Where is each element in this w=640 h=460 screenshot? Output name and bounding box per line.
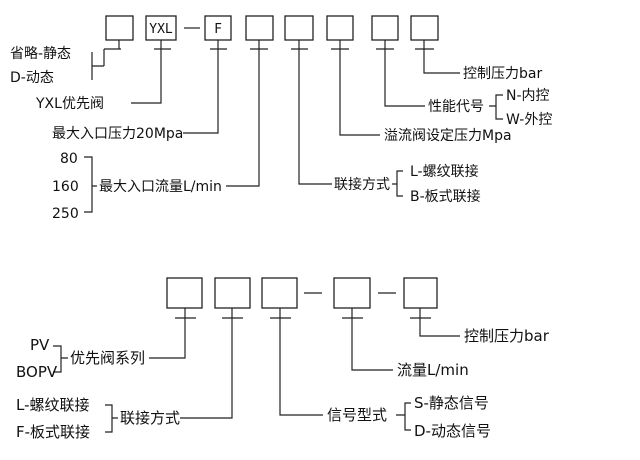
bottom-leader-3: [270, 308, 323, 416]
top-box-2-label: YXL: [149, 22, 173, 37]
bottom-label-thread: L-螺纹联接: [16, 396, 90, 414]
top-brace-5: [392, 170, 403, 197]
bottom-label-static-signal: S-静态信号: [414, 394, 489, 412]
top-leader-7: [376, 40, 425, 107]
bottom-label-connection: 联接方式: [120, 409, 180, 427]
top-code-diagram: YXL F 省略-静态 D-动态 YXL优先阀 最大入口压力20Mpa 80 1…: [10, 15, 552, 222]
bottom-leader-2: [180, 308, 243, 419]
top-label-internal: N-内控: [506, 88, 550, 104]
bottom-leader-1: [149, 308, 196, 359]
bottom-brace-3: [396, 402, 411, 431]
bottom-label-plate: F-板式联接: [16, 423, 90, 441]
top-label-yxl-valve: YXL优先阀: [35, 96, 104, 112]
bottom-box-4: [333, 277, 371, 309]
top-label-external: W-外控: [506, 112, 552, 128]
top-label-static: 省略-静态: [10, 46, 71, 62]
bottom-leader-4: [342, 308, 393, 371]
top-leader-5: [291, 40, 332, 185]
top-box-5: [284, 15, 314, 41]
top-label-flow-250: 250: [52, 206, 79, 222]
top-label-plate: B-板式联接: [410, 188, 481, 205]
top-box-3: [204, 15, 232, 41]
top-leader-4: [226, 40, 268, 187]
bottom-label-pv: PV: [30, 336, 50, 354]
top-leader-2: [131, 40, 171, 104]
bottom-label-bopv: BOPV: [16, 363, 58, 381]
top-leader-1: [92, 40, 121, 67]
bottom-label-priority-series: 优先阀系列: [70, 349, 145, 367]
top-box-3-label: F: [214, 22, 222, 37]
top-box-7: [371, 15, 399, 41]
top-label-max-inlet-flow: 最大入口流量L/min: [99, 179, 222, 195]
top-box-6: [326, 15, 354, 41]
bottom-box-3: [261, 277, 298, 309]
top-label-dynamic: D-动态: [10, 70, 54, 86]
top-label-connection: 联接方式: [334, 176, 390, 193]
bottom-brace-2: [105, 404, 118, 433]
bottom-label-signal-type: 信号型式: [327, 406, 387, 424]
top-box-4: [245, 15, 274, 41]
bottom-label-flow: 流量L/min: [397, 361, 469, 379]
bottom-box-2: [214, 277, 251, 309]
top-label-control-pressure: 控制压力bar: [463, 66, 542, 82]
bottom-box-5: [403, 277, 438, 309]
top-leader-6: [331, 40, 380, 136]
bottom-box-1: [166, 277, 203, 309]
top-box-8: [410, 15, 439, 41]
top-label-flow-80: 80: [60, 151, 78, 167]
top-label-max-inlet-pressure: 最大入口压力20Mpa: [52, 126, 183, 142]
top-box-1: [105, 15, 134, 41]
bottom-brace-1: [53, 345, 68, 373]
bottom-label-control-pressure: 控制压力bar: [464, 327, 550, 345]
bottom-leader-5: [410, 308, 460, 337]
top-label-relief-pressure: 溢流阀设定压力Mpa: [384, 128, 512, 144]
top-leader-3: [183, 40, 227, 134]
top-label-thread: L-螺纹联接: [410, 163, 479, 180]
top-label-performance-code: 性能代号: [428, 99, 484, 115]
top-label-flow-160: 160: [52, 179, 79, 195]
bottom-code-diagram: PV BOPV 优先阀系列 L-螺纹联接 F-板式联接 联接方式 信号型式 S-…: [16, 277, 550, 441]
top-leader-8: [415, 40, 460, 74]
bottom-label-dynamic-signal: D-动态信号: [414, 422, 491, 440]
top-brace-4: [84, 156, 97, 213]
top-brace-7: [489, 94, 503, 120]
